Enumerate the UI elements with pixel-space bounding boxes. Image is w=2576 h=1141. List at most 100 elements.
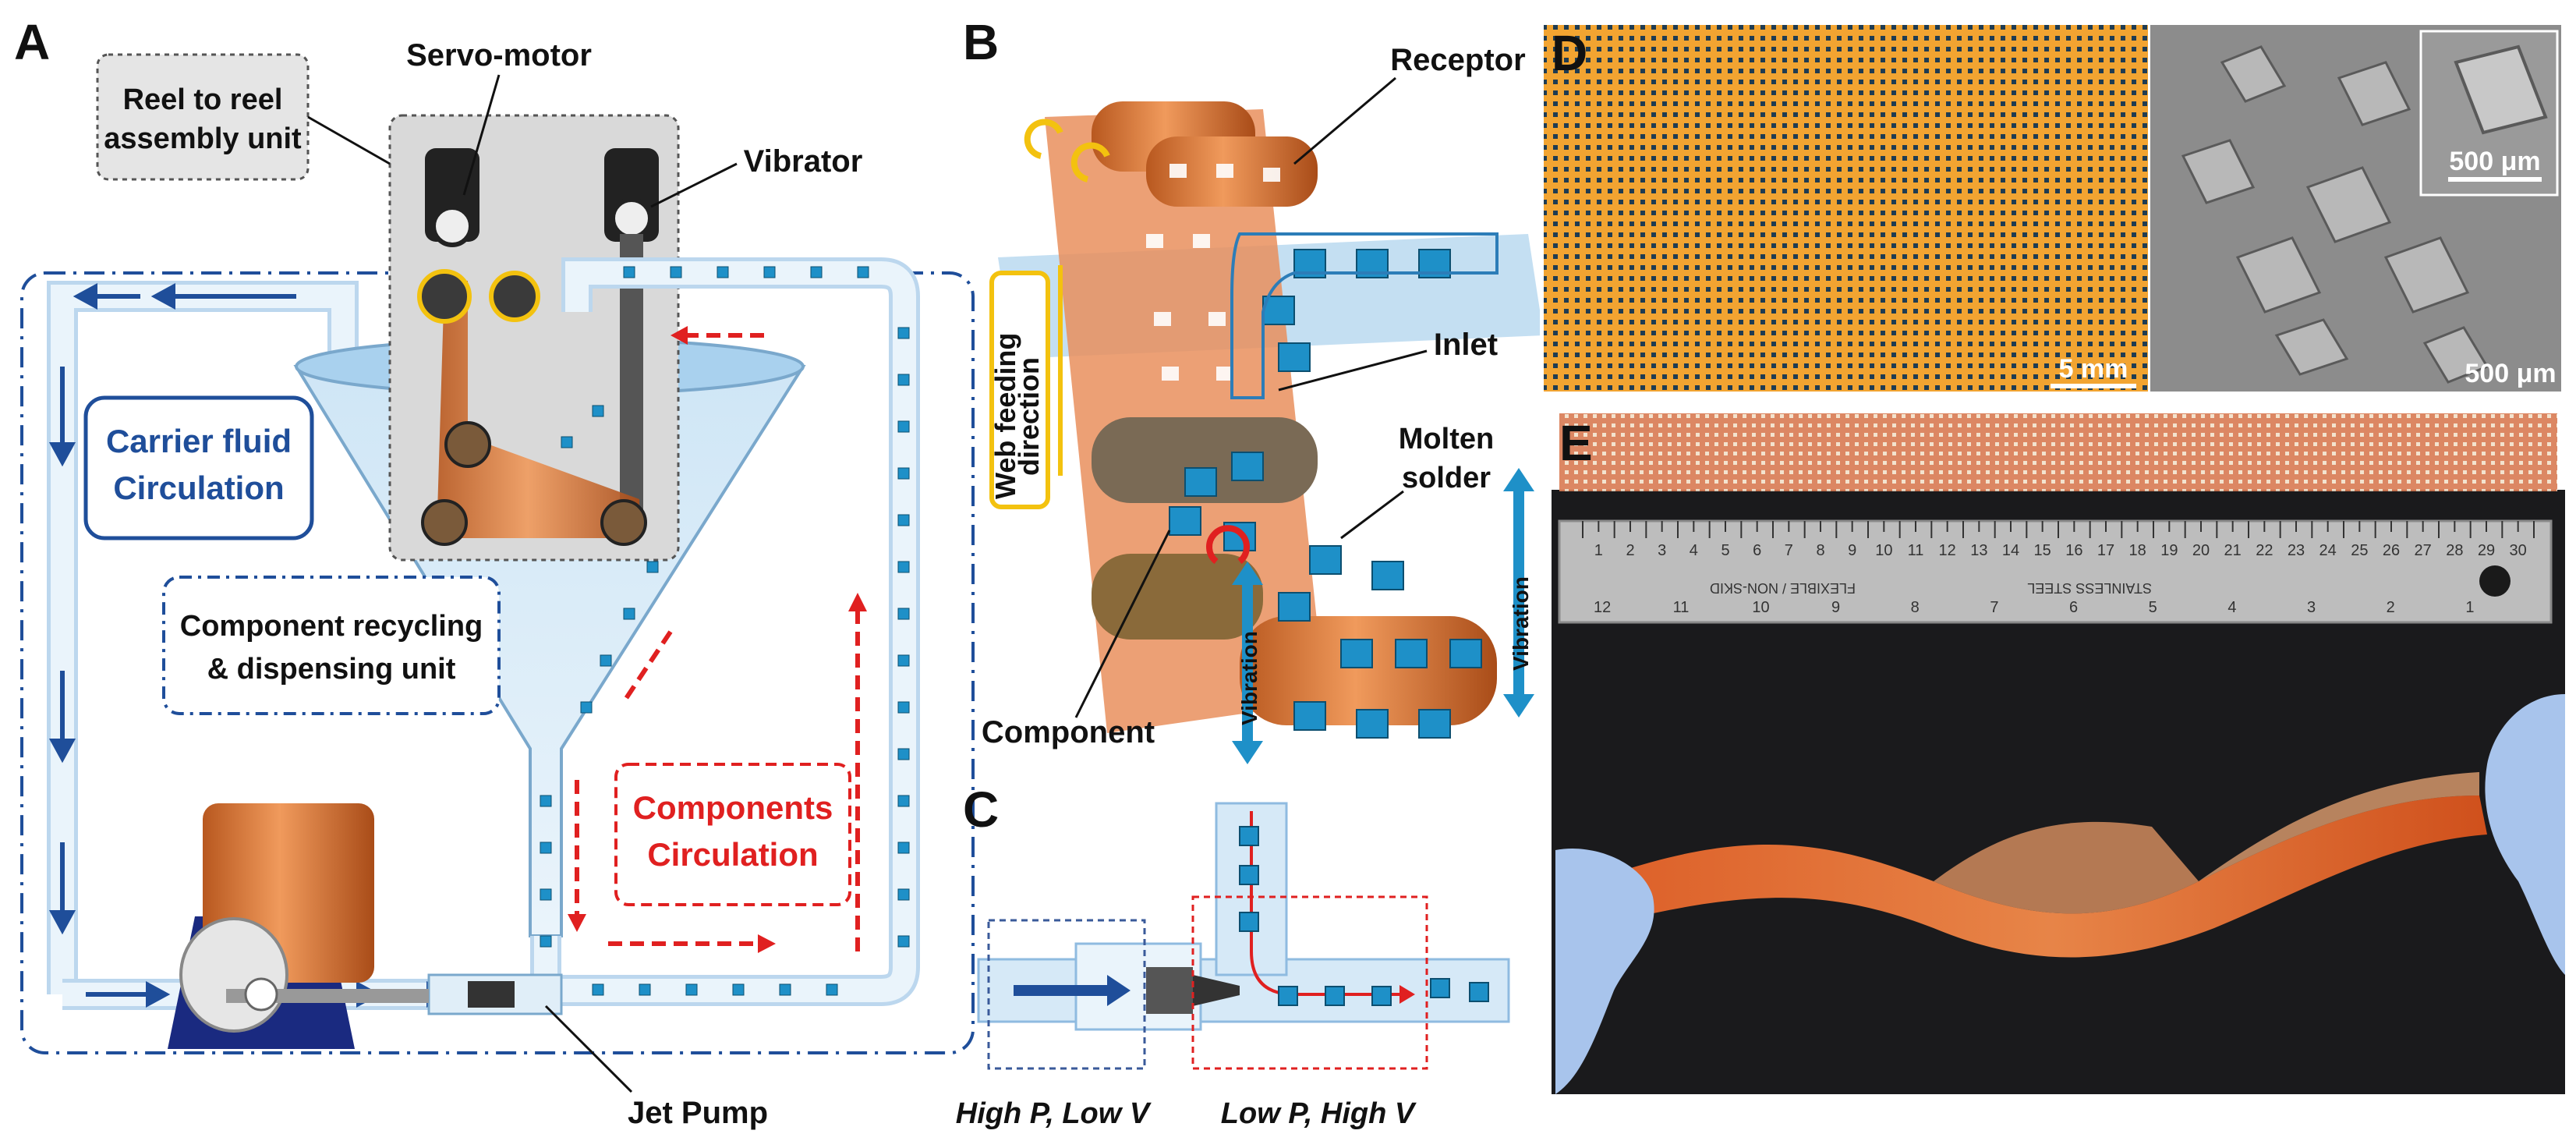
ruler-number: 16 <box>2065 542 2082 559</box>
ruler-hole <box>2479 565 2511 597</box>
carrier-fluid-label-2: Circulation <box>113 470 284 506</box>
web-feeding-box <box>989 271 1050 509</box>
ruler-number: 29 <box>2478 542 2495 559</box>
component-label: Component <box>982 715 1155 749</box>
left-gloved-hand <box>1555 849 1654 1094</box>
ruler-inch-number: 5 <box>2149 599 2157 616</box>
ruler-inch-number: 6 <box>2069 599 2078 616</box>
ruler-number: 5 <box>1721 542 1729 559</box>
panel-c-letter: C <box>963 781 999 838</box>
scale-bar-5mm: 5 mm <box>2059 354 2128 384</box>
molten-label-2: solder <box>1402 462 1491 494</box>
ruler-number: 4 <box>1690 542 1698 559</box>
ruler-number: 21 <box>2224 542 2242 559</box>
ruler-inch-number: 1 <box>2465 599 2474 616</box>
ruler-inch-number: 3 <box>2307 599 2316 616</box>
panel-d-letter: D <box>1552 25 1587 81</box>
carrier-loop-boundary <box>20 271 975 1054</box>
flat-film-strip <box>1559 413 2557 491</box>
component-chips-b <box>1169 249 1482 739</box>
ruler-inch-number: 2 <box>2387 599 2395 616</box>
ruler-inch-number: 7 <box>1990 599 1998 616</box>
ruler-number: 10 <box>1875 542 1892 559</box>
panel-e-letter: E <box>1559 415 1593 471</box>
ruler-inch-number: 9 <box>1831 599 1840 616</box>
carrier-fluid-box <box>83 395 314 540</box>
vibration-left-label: Vibration <box>1237 631 1261 725</box>
ruler-number: 28 <box>2446 542 2463 559</box>
web-feeding-label: Web feeding <box>989 333 1021 499</box>
panel-d: D 5 mm 500 μm 500 μm <box>1540 22 2561 395</box>
receptor-sites <box>1146 164 1280 381</box>
sem-chips <box>2181 45 2489 384</box>
panel-b-letter: B <box>963 14 999 70</box>
ruler-inch-number: 12 <box>1594 599 1611 616</box>
component-chips-a <box>540 266 910 996</box>
recycling-label-2: & dispensing unit <box>207 653 456 686</box>
ruler-number: 19 <box>2160 542 2178 559</box>
ruler-number: 24 <box>2319 542 2337 559</box>
ruler-text: FLEXIBLE / NON-SKID <box>1710 580 1856 596</box>
ruler-number: 15 <box>2034 542 2051 559</box>
panel-b: B <box>963 14 1544 764</box>
panel-a-letter: A <box>14 14 50 70</box>
ruler-number: 7 <box>1785 542 1793 559</box>
vibration-arrow-left: Vibration <box>1232 562 1263 764</box>
ruler-brand: STAINLESS STEEL <box>2027 580 2152 596</box>
components-circulation-label: Components <box>633 789 833 826</box>
steel-ruler <box>1558 519 2553 624</box>
vibration-right-label: Vibration <box>1509 576 1533 671</box>
ruler-number: 13 <box>1970 542 1987 559</box>
middle-roller <box>1092 417 1318 503</box>
scale-bar-inset: 500 μm <box>2449 147 2540 176</box>
copper-web <box>437 281 639 538</box>
rotation-arrow-1 <box>1024 119 1063 159</box>
inlet-label: Inlet <box>1434 328 1498 362</box>
panel-c: C High P, Low V Low P, High V <box>956 781 1510 1130</box>
ruler-number: 14 <box>2002 542 2019 559</box>
molten-label: Molten <box>1399 423 1494 455</box>
high-p-region <box>987 919 1146 1070</box>
recycling-label: Component recycling <box>180 610 483 643</box>
inlet-guide <box>1230 232 1499 399</box>
lower-roller <box>1092 554 1263 640</box>
panel-a: A <box>14 14 975 1130</box>
optical-array-image <box>1544 25 2148 392</box>
jet-pump-nozzle <box>468 981 515 1008</box>
ruler-inch-number: 4 <box>2227 599 2236 616</box>
high-p-label: High P, Low V <box>956 1097 1152 1130</box>
low-p-region <box>1191 895 1428 1070</box>
ruler-number: 9 <box>1848 542 1856 559</box>
ruler-number: 17 <box>2097 542 2114 559</box>
ruler-number: 2 <box>1626 542 1634 559</box>
ruler-number: 20 <box>2192 542 2210 559</box>
servo-motor-label: Servo-motor <box>406 38 592 73</box>
twisted-film <box>1614 796 2487 958</box>
low-p-label: Low P, High V <box>1221 1097 1417 1130</box>
nozzle <box>1146 967 1193 1014</box>
ruler-number: 6 <box>1753 542 1761 559</box>
vibration-arrow-right: Vibration <box>1503 468 1534 718</box>
reel-roller <box>417 269 472 324</box>
ruler-number: 27 <box>2415 542 2432 559</box>
ruler-number: 11 <box>1908 542 1924 559</box>
ruler-number: 18 <box>2129 542 2146 559</box>
ruler-inch-number: 11 <box>1673 599 1690 616</box>
carrier-fluid-label: Carrier fluid <box>106 423 292 459</box>
reel-unit-label-box <box>96 53 310 181</box>
ruler-number: 26 <box>2383 542 2400 559</box>
jet-pump-label: Jet Pump <box>628 1096 768 1130</box>
reel-unit-label-2: assembly unit <box>104 122 302 155</box>
components-circulation-box <box>614 763 851 906</box>
ruler-number: 25 <box>2351 542 2368 559</box>
ruler-number: 30 <box>2510 542 2527 559</box>
recycling-box <box>162 576 501 715</box>
ruler-inch-number: 10 <box>1752 599 1769 616</box>
ruler-number: 23 <box>2288 542 2305 559</box>
receptor-label: Receptor <box>1390 43 1525 77</box>
component-chips-c <box>1239 826 1489 1006</box>
scale-bar-500um: 500 μm <box>2465 359 2556 388</box>
